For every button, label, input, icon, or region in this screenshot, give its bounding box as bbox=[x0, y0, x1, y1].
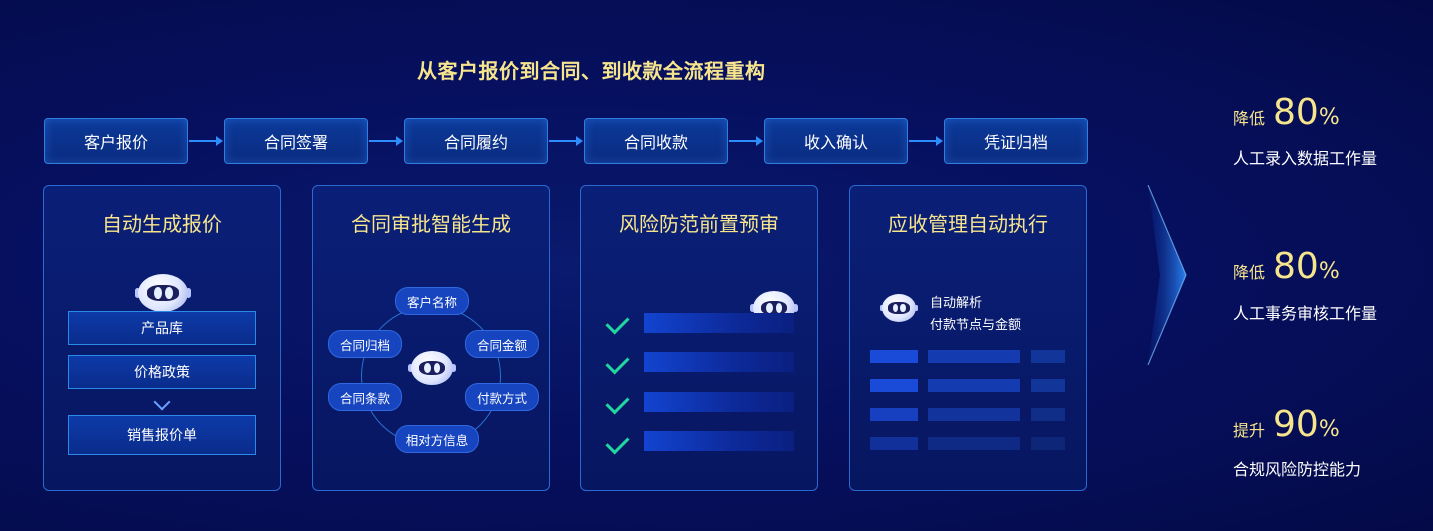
check-icon bbox=[605, 390, 630, 415]
step-contract-sign[interactable]: 合同签署 bbox=[224, 118, 368, 164]
chevron-down-icon bbox=[153, 393, 171, 411]
check-icon bbox=[605, 350, 630, 375]
stat-value: 90 bbox=[1273, 404, 1319, 445]
grid-cell bbox=[928, 437, 1020, 450]
price-policy-item[interactable]: 价格政策 bbox=[68, 355, 256, 389]
card-title: 风险防范前置预审 bbox=[619, 212, 779, 236]
stat-1: 降低 80 % bbox=[1233, 92, 1340, 133]
stat-value: 80 bbox=[1273, 92, 1319, 133]
grid-cell bbox=[928, 408, 1020, 421]
card-receivable-auto: 应收管理自动执行 自动解析 付款节点与金额 bbox=[849, 185, 1087, 491]
review-bar bbox=[644, 352, 794, 372]
grid-cell bbox=[870, 350, 918, 363]
pill-customer-name[interactable]: 客户名称 bbox=[395, 287, 469, 315]
stat-value: 80 bbox=[1273, 246, 1319, 287]
step-revenue-confirm[interactable]: 收入确认 bbox=[764, 118, 908, 164]
stat-label: 提升 bbox=[1233, 421, 1266, 440]
card-title: 合同审批智能生成 bbox=[351, 212, 511, 236]
parse-detail: 付款节点与金额 bbox=[930, 318, 1022, 333]
card-contract-approval: 合同审批智能生成 客户名称 合同金额 付款方式 相对方信息 合同条款 合同归档 bbox=[312, 185, 550, 491]
grid-cell bbox=[928, 350, 1020, 363]
stat-desc: 人工录入数据工作量 bbox=[1233, 149, 1378, 168]
review-bar bbox=[644, 313, 794, 333]
card-auto-quote: 自动生成报价 产品库 价格政策 销售报价单 bbox=[43, 185, 281, 491]
grid-cell bbox=[870, 379, 918, 392]
grid-cell bbox=[1031, 379, 1065, 392]
pill-contract-terms[interactable]: 合同条款 bbox=[328, 383, 402, 411]
product-library-item[interactable]: 产品库 bbox=[68, 311, 256, 345]
stat-unit: % bbox=[1318, 417, 1340, 442]
robot-icon bbox=[135, 274, 191, 312]
pill-contract-archive[interactable]: 合同归档 bbox=[328, 330, 402, 358]
page-title: 从客户报价到合同、到收款全流程重构 bbox=[417, 59, 766, 83]
step-voucher-archive[interactable]: 凭证归档 bbox=[944, 118, 1088, 164]
flow-arrow bbox=[369, 136, 403, 146]
flow-arrow bbox=[909, 136, 943, 146]
check-icon bbox=[605, 310, 630, 335]
grid-cell bbox=[928, 379, 1020, 392]
stat-unit: % bbox=[1318, 105, 1340, 130]
flow-arrow bbox=[549, 136, 583, 146]
grid-cell bbox=[1031, 437, 1065, 450]
sales-quote-item[interactable]: 销售报价单 bbox=[68, 415, 256, 455]
robot-icon bbox=[408, 351, 456, 385]
review-bar bbox=[644, 392, 794, 412]
parse-label: 自动解析 bbox=[930, 296, 983, 311]
card-risk-prereview: 风险防范前置预审 bbox=[580, 185, 818, 491]
grid-cell bbox=[1031, 350, 1065, 363]
check-icon bbox=[605, 430, 630, 455]
card-title: 应收管理自动执行 bbox=[888, 212, 1048, 236]
step-contract-fulfill[interactable]: 合同履约 bbox=[404, 118, 548, 164]
grid-cell bbox=[870, 408, 918, 421]
grid-cell bbox=[870, 437, 918, 450]
stat-unit: % bbox=[1318, 259, 1340, 284]
step-contract-collect[interactable]: 合同收款 bbox=[584, 118, 728, 164]
card-title: 自动生成报价 bbox=[102, 212, 222, 236]
step-customer-quote[interactable]: 客户报价 bbox=[44, 118, 188, 164]
pill-payment-method[interactable]: 付款方式 bbox=[465, 383, 539, 411]
chevron-right-icon bbox=[1147, 185, 1187, 365]
flow-arrow bbox=[729, 136, 763, 146]
stat-3: 提升 90 % bbox=[1233, 404, 1340, 445]
stat-label: 降低 bbox=[1233, 263, 1266, 282]
stat-desc: 人工事务审核工作量 bbox=[1233, 304, 1378, 323]
grid-cell bbox=[1031, 408, 1065, 421]
review-bar bbox=[644, 431, 794, 451]
pill-counterparty-info[interactable]: 相对方信息 bbox=[395, 425, 479, 453]
robot-icon bbox=[879, 294, 919, 322]
flow-arrow bbox=[189, 136, 223, 146]
stat-label: 降低 bbox=[1233, 109, 1266, 128]
stat-2: 降低 80 % bbox=[1233, 246, 1340, 287]
pill-contract-amount[interactable]: 合同金额 bbox=[465, 330, 539, 358]
stat-desc: 合规风险防控能力 bbox=[1233, 460, 1362, 479]
